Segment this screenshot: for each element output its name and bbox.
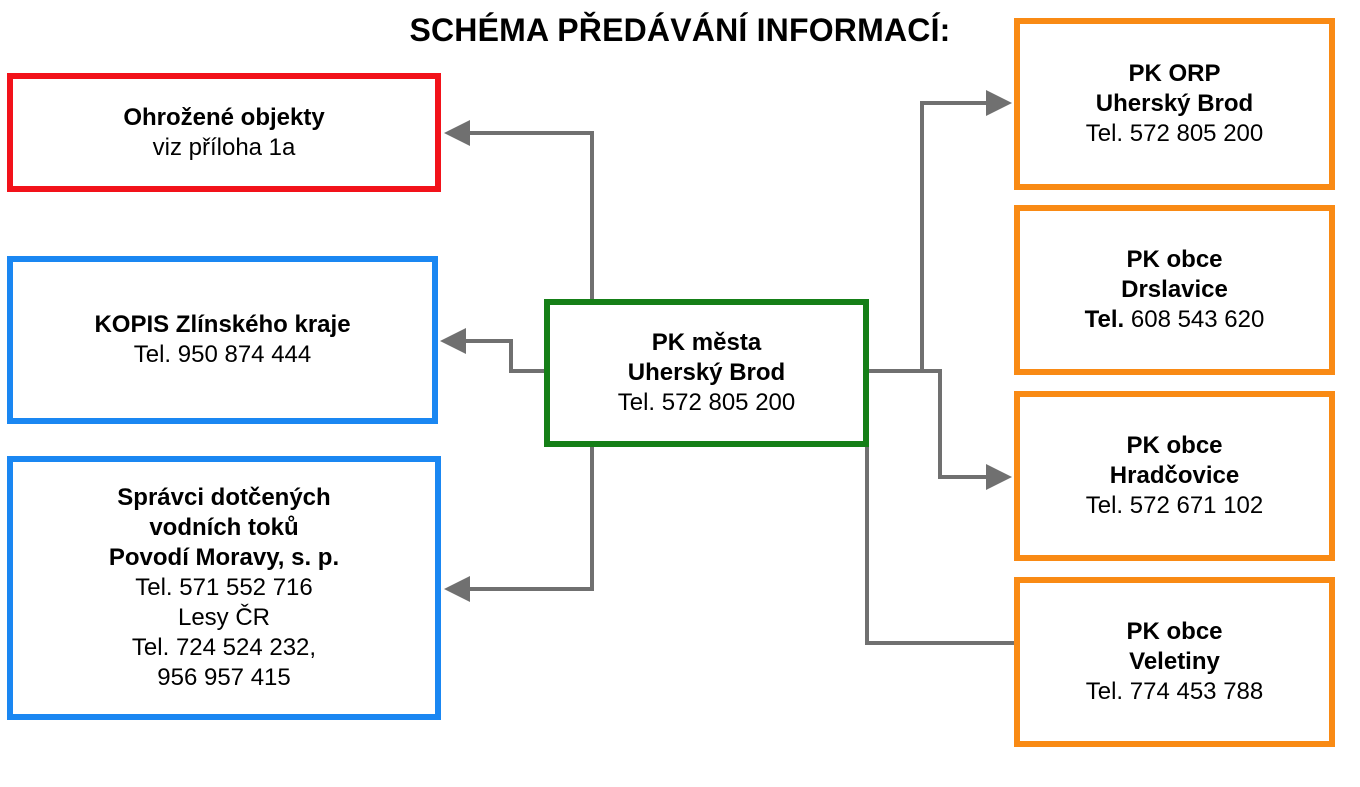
node-spravci-line3: Povodí Moravy, s. p.	[108, 544, 340, 571]
node-drslavice-tel-number: 608 543 620	[1130, 306, 1265, 333]
node-center-line2: Uherský Brod	[627, 359, 786, 386]
node-drslavice-line1: PK obce	[1126, 246, 1223, 273]
node-pk-hradcovice: PK obce Hradčovice Tel. 572 671 102	[1014, 391, 1335, 561]
node-ohrozene-detail: viz příloha 1a	[152, 133, 296, 161]
arrow-to-kopis	[440, 328, 466, 354]
node-kopis: KOPIS Zlínského kraje Tel. 950 874 444	[7, 256, 438, 424]
node-spravci-vodnich-toku: Správci dotčených vodních toků Povodí Mo…	[7, 456, 441, 720]
node-pk-drslavice: PK obce Drslavice Tel. 608 543 620	[1014, 205, 1335, 375]
node-veletiny-line1: PK obce	[1126, 618, 1223, 645]
arrow-to-ohrozene	[444, 120, 470, 146]
node-spravci-line1: Správci dotčených	[117, 484, 331, 511]
node-orp-line1: PK ORP	[1128, 60, 1221, 87]
diagram-title: SCHÉMA PŘEDÁVÁNÍ INFORMACÍ:	[409, 12, 951, 48]
node-veletiny-line2: Veletiny	[1129, 648, 1220, 675]
connector-to-hradcovice	[869, 369, 990, 479]
node-hradcovice-line1: PK obce	[1126, 432, 1223, 459]
node-spravci-line2: vodních toků	[149, 514, 299, 541]
node-spravci-line5: Lesy ČR	[177, 604, 271, 631]
arrow-to-hradcovice	[986, 464, 1012, 490]
node-pk-mesta: PK města Uherský Brod Tel. 572 805 200	[544, 299, 869, 447]
node-veletiny-phone: Tel. 774 453 788	[1085, 678, 1264, 705]
node-hradcovice-line2: Hradčovice	[1109, 462, 1240, 489]
node-ohrozene-objekty: Ohrožené objekty viz příloha 1a	[7, 73, 441, 192]
node-ohrozene-name: Ohrožené objekty	[123, 103, 325, 131]
node-spravci-line7: 956 957 415	[157, 664, 291, 691]
node-drslavice-line2: Drslavice	[1121, 276, 1228, 303]
connector-to-spravci	[466, 447, 594, 591]
node-pk-veletiny: PK obce Veletiny Tel. 774 453 788	[1014, 577, 1335, 747]
connector-to-veletiny	[865, 447, 1014, 645]
node-kopis-phone: Tel. 950 874 444	[133, 341, 312, 368]
node-spravci-line6: Tel. 724 524 232,	[131, 634, 317, 661]
node-drslavice-tel-label: Tel.	[1084, 306, 1125, 333]
node-kopis-name: KOPIS Zlínského kraje	[94, 311, 351, 338]
arrow-to-spravci	[444, 576, 470, 602]
node-orp-phone: Tel. 572 805 200	[1085, 120, 1264, 147]
node-hradcovice-phone: Tel. 572 671 102	[1085, 492, 1264, 519]
node-orp-line2: Uherský Brod	[1095, 90, 1254, 117]
node-center-phone: Tel. 572 805 200	[617, 389, 796, 416]
arrow-to-orp	[986, 90, 1012, 116]
connector-to-kopis	[462, 339, 544, 373]
node-drslavice-phone: Tel. 608 543 620	[1085, 305, 1265, 335]
connector-to-ohrozene	[466, 131, 594, 299]
node-pk-orp: PK ORP Uherský Brod Tel. 572 805 200	[1014, 18, 1335, 190]
node-center-line1: PK města	[651, 329, 762, 356]
node-spravci-line4: Tel. 571 552 716	[135, 574, 313, 601]
connector-to-orp	[869, 101, 990, 373]
